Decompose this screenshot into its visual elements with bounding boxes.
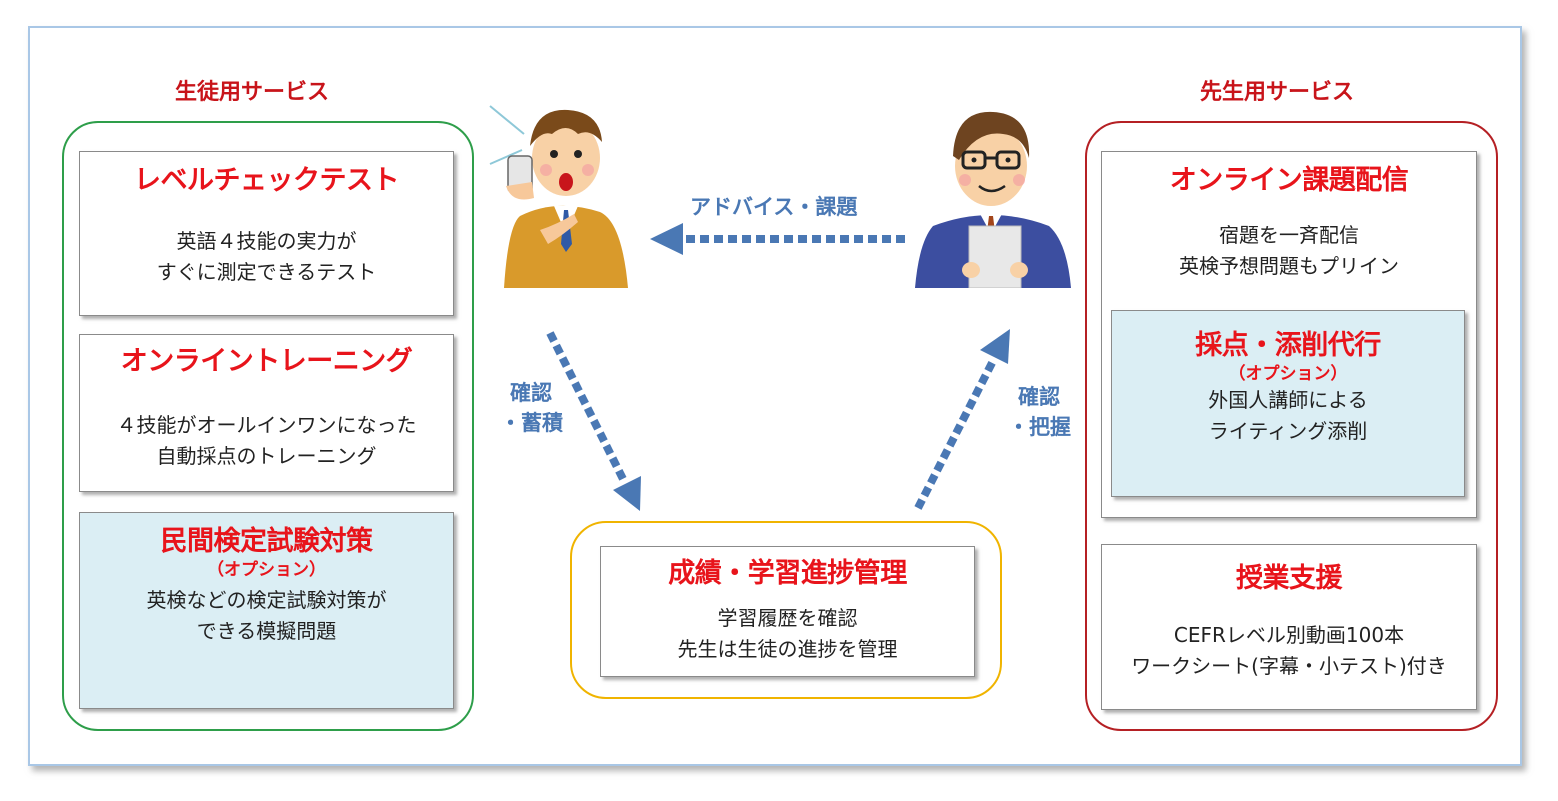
card-title: 成績・学習進捗管理 — [668, 558, 907, 589]
flow-label-line: 確認 — [510, 381, 552, 405]
card-text-line: できる模擬問題 — [196, 619, 337, 643]
card-text-line: 先生は生徒の進捗を管理 — [677, 637, 898, 661]
card-option-label: （オプション） — [207, 560, 326, 580]
confirm-store-label: 確認 ・蓄積 — [500, 378, 563, 438]
grasp-arrow-head — [980, 329, 1010, 364]
card-text-line: すぐに測定できるテスト — [156, 260, 377, 284]
flow-label-line: ・把握 — [1008, 415, 1071, 439]
card-title: オンライン課題配信 — [1169, 165, 1409, 196]
card-text-line: 英語４技能の実力が — [176, 229, 357, 253]
card-title: オンライントレーニング — [120, 346, 413, 377]
teacher-illustration — [915, 111, 1071, 288]
store-arrow — [546, 331, 641, 511]
grasp-arrow-line — [914, 357, 998, 510]
card-text-line: ４技能がオールインワンになった — [116, 413, 417, 437]
card-text-line: 英検などの検定試験対策が — [146, 588, 387, 612]
card-title: 授業支援 — [1236, 563, 1343, 594]
store-arrow-head — [613, 476, 641, 511]
card-title: 民間検定試験対策 — [160, 526, 374, 557]
card-text-line: 学習履歴を確認 — [717, 606, 858, 630]
grading-card: 採点・添削代行 （オプション） 外国人講師による ライティング添削 — [1111, 310, 1465, 497]
card-option-label: （オプション） — [1228, 364, 1348, 384]
card-text-line: 自動採点のトレーニング — [156, 444, 377, 468]
flow-label-line: ・蓄積 — [500, 411, 563, 435]
card-text-line: 英検予想問題もプリイン — [1179, 254, 1399, 278]
document-icon — [968, 225, 1022, 288]
teacher-services-heading: 先生用サービス — [1200, 80, 1355, 105]
student-illustration — [489, 105, 628, 288]
card-text-line: ワークシート(字幕・小テスト)付き — [1131, 654, 1447, 678]
flow-label-line: 確認 — [1018, 385, 1060, 409]
student-services-heading: 生徒用サービス — [175, 80, 330, 105]
level-check-test-card: レベルチェックテスト 英語４技能の実力が すぐに測定できるテスト — [79, 151, 454, 316]
card-text-line: 外国人講師による — [1208, 388, 1368, 412]
online-training-card: オンライントレーニング ４技能がオールインワンになった 自動採点のトレーニング — [79, 334, 454, 492]
progress-management-card: 成績・学習進捗管理 学習履歴を確認 先生は生徒の進捗を管理 — [600, 546, 975, 677]
card-text-line: ライティング添削 — [1208, 419, 1368, 443]
card-text-line: CEFRレベル別動画100本 — [1173, 623, 1405, 647]
advice-arrow — [650, 223, 905, 255]
card-text-line: 宿題を一斉配信 — [1219, 223, 1359, 247]
card-title: 採点・添削代行 — [1195, 330, 1381, 361]
grasp-arrow — [914, 329, 1010, 510]
exam-prep-card: 民間検定試験対策 （オプション） 英検などの検定試験対策が できる模擬問題 — [79, 512, 454, 709]
card-title: レベルチェックテスト — [134, 165, 400, 196]
confirm-grasp-label: 確認 ・把握 — [1008, 382, 1071, 442]
advice-arrow-head — [650, 223, 683, 255]
class-support-card: 授業支援 CEFRレベル別動画100本 ワークシート(字幕・小テスト)付き — [1101, 544, 1477, 710]
advice-assignment-label: アドバイス・課題 — [690, 195, 858, 219]
